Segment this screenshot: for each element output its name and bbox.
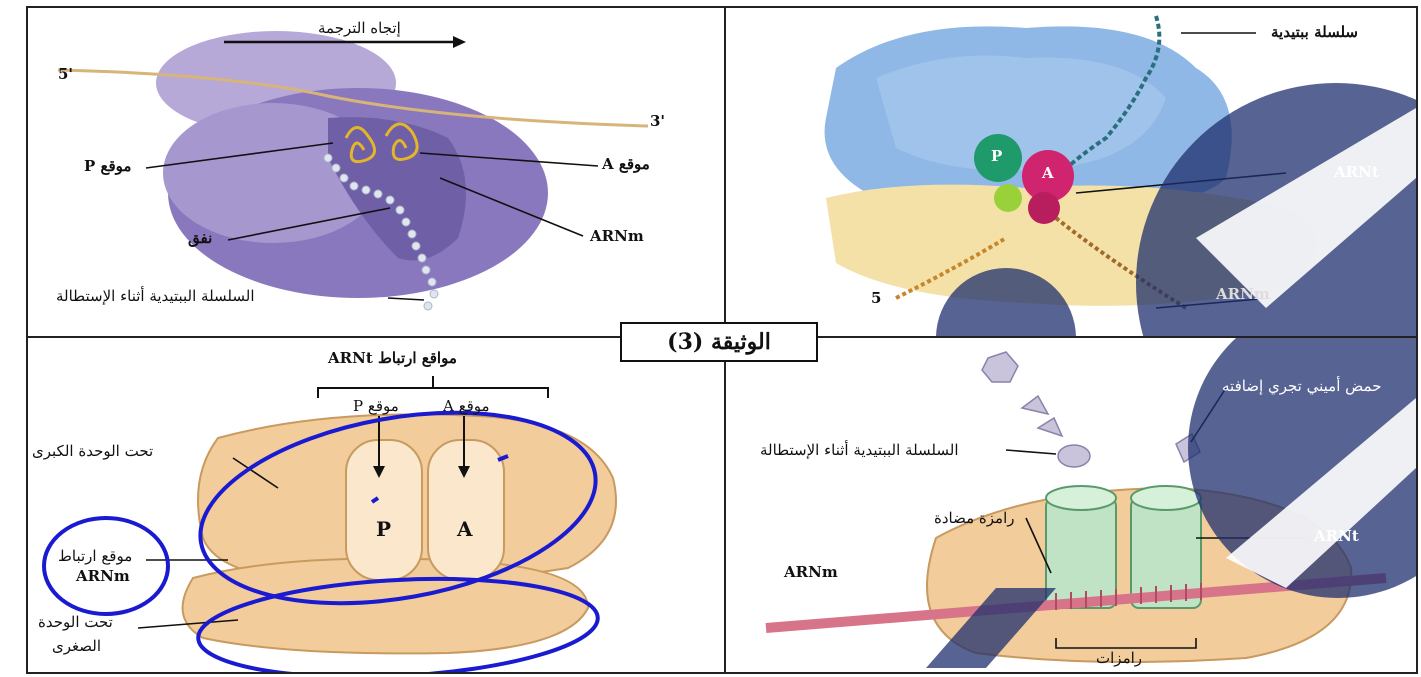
arnt-label-top: ARNt bbox=[1334, 164, 1379, 181]
mrna-end-5: 5' bbox=[58, 66, 73, 83]
panel-ribosome-sites: مواقع ارتباط ARNt موقع P موقع A تحت الوح… bbox=[28, 338, 724, 672]
chain-label: السلسلة الببتيدية أثناء الإستطالة bbox=[56, 288, 255, 305]
pocket-letter-a: A bbox=[457, 518, 473, 540]
document-title: الوثيقة (3) bbox=[620, 322, 818, 362]
ribosome-3d-illustration bbox=[726, 8, 1418, 336]
site-p-letter: P bbox=[991, 148, 1002, 165]
arnt-label-bottom: ARNt bbox=[1314, 528, 1359, 545]
arnm-label-bottom: ARNm bbox=[784, 564, 838, 581]
arnm-label: ARNm bbox=[590, 228, 644, 245]
direction-label: إتجاه الترجمة bbox=[318, 20, 401, 37]
small-subunit-label-1: تحت الوحدة bbox=[38, 614, 113, 631]
panel-elongation: حمض أميني تجري إضافته السلسلة الببتيدية … bbox=[726, 338, 1418, 672]
codons-label: رامزات bbox=[1096, 650, 1142, 667]
large-subunit-label: تحت الوحدة الكبرى bbox=[32, 443, 153, 460]
site-a-label: موقع A bbox=[602, 156, 650, 173]
small-subunit-label-2: الصغرى bbox=[52, 638, 101, 655]
tunnel-label: نفق bbox=[188, 230, 212, 247]
anticodon-label: رامزة مضادة bbox=[934, 510, 1015, 527]
arnm-binding-label-1: موقع ارتباط bbox=[58, 548, 132, 565]
amino-acid-label: حمض أميني تجري إضافته bbox=[1222, 378, 1381, 395]
site-p-sub-label: موقع P bbox=[353, 398, 399, 415]
site-a-sub-label: موقع A bbox=[443, 398, 490, 415]
arnm-binding-label-2: ARNm bbox=[76, 568, 130, 585]
panel-translation-direction: إتجاه الترجمة 5' 3' موقع P موقع A نفق AR… bbox=[28, 8, 724, 336]
chain-label-elongation: السلسلة الببتيدية أثناء الإستطالة bbox=[760, 442, 959, 459]
panel-ribosome-3d: سلسلة ببتيدية ARNt ARNm P A 5 bbox=[726, 8, 1418, 336]
peptide-chain-label: سلسلة ببتيدية bbox=[1271, 24, 1358, 41]
ribosome-schematic bbox=[28, 338, 724, 672]
pocket-letter-p: P bbox=[376, 518, 391, 540]
arnm-label-top: ARNm bbox=[1216, 286, 1270, 303]
binding-sites-label: مواقع ارتباط ARNt bbox=[328, 350, 457, 367]
site-a-letter: A bbox=[1042, 165, 1054, 182]
site-p-label: موقع P bbox=[84, 158, 131, 175]
mrna-end-5-top: 5 bbox=[871, 290, 881, 307]
mrna-end-3: 3' bbox=[650, 113, 665, 130]
